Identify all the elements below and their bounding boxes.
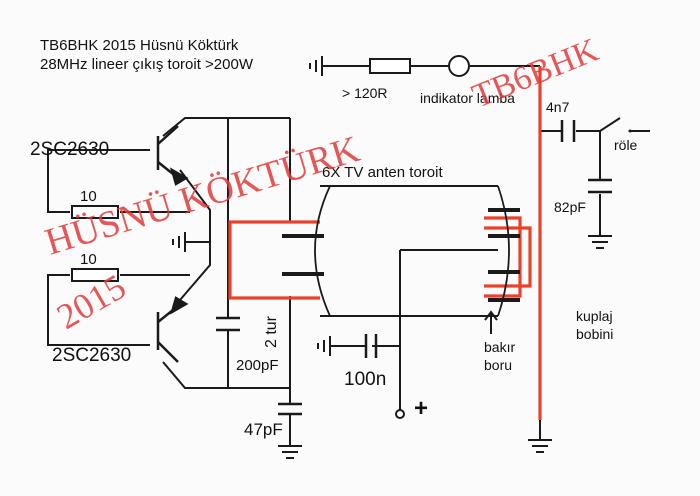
watermark-callsign: TB6BHK xyxy=(467,31,604,115)
label-copper-1: bakır xyxy=(484,339,515,355)
label-cap-100n: 100n xyxy=(344,369,386,390)
indicator-lamp xyxy=(448,55,470,77)
copper-pipes xyxy=(282,208,520,302)
header-title: TB6BHK 2015 Hüsnü Köktürk xyxy=(40,37,239,54)
label-cap-47pf: 47pF xyxy=(244,420,283,439)
label-cap-200pf: 200pF xyxy=(236,357,279,374)
ground-icon xyxy=(172,232,186,252)
label-cap-82pf: 82pF xyxy=(554,199,586,215)
capacitors xyxy=(216,120,612,416)
wire-collector-top xyxy=(162,117,290,137)
label-relay: röle xyxy=(614,137,638,153)
label-copper-2: boru xyxy=(484,357,512,373)
ground-icon xyxy=(528,439,552,453)
label-coupling-1: kuplaj xyxy=(576,308,613,324)
ground-icon xyxy=(588,235,612,249)
label-resistor-bottom: 10 xyxy=(80,251,97,268)
supply-terminal xyxy=(395,409,405,419)
transistor-bottom xyxy=(156,296,189,363)
transistor-top xyxy=(156,125,189,186)
resistor-10-bottom xyxy=(71,268,119,282)
header-subtitle: 28MHz lineer çıkış toroit >200W xyxy=(40,56,254,73)
wire-res10-top xyxy=(47,149,150,213)
label-transistor-bottom: 2SC2630 xyxy=(52,345,131,366)
label-resistor-top: 10 xyxy=(80,188,97,205)
label-resistor-120r: > 120R xyxy=(342,85,388,101)
wire-res10-bottom xyxy=(47,274,150,346)
label-coupling-2: bobini xyxy=(576,326,613,342)
label-indicator: indikator lamba xyxy=(420,90,515,106)
resistor-120r xyxy=(369,58,411,74)
label-plus: + xyxy=(414,395,428,422)
ground-icon xyxy=(317,336,331,356)
label-toroid: 6X TV anten toroit xyxy=(322,164,443,181)
pointer-arrow-icon xyxy=(484,310,498,334)
primary-loop xyxy=(228,220,320,300)
wire-emitters xyxy=(179,169,211,301)
resistor-10-top xyxy=(71,205,119,219)
ground-icon xyxy=(278,445,302,459)
wires xyxy=(47,65,650,446)
label-turns: 2 tur xyxy=(263,315,280,348)
label-transistor-top: 2SC2630 xyxy=(30,139,109,160)
ground-icon xyxy=(309,56,323,76)
relay-contact xyxy=(628,129,632,133)
wire-collector-bottom xyxy=(162,361,290,389)
ground-symbols xyxy=(172,56,612,459)
label-cap-4n7: 4n7 xyxy=(546,99,570,115)
